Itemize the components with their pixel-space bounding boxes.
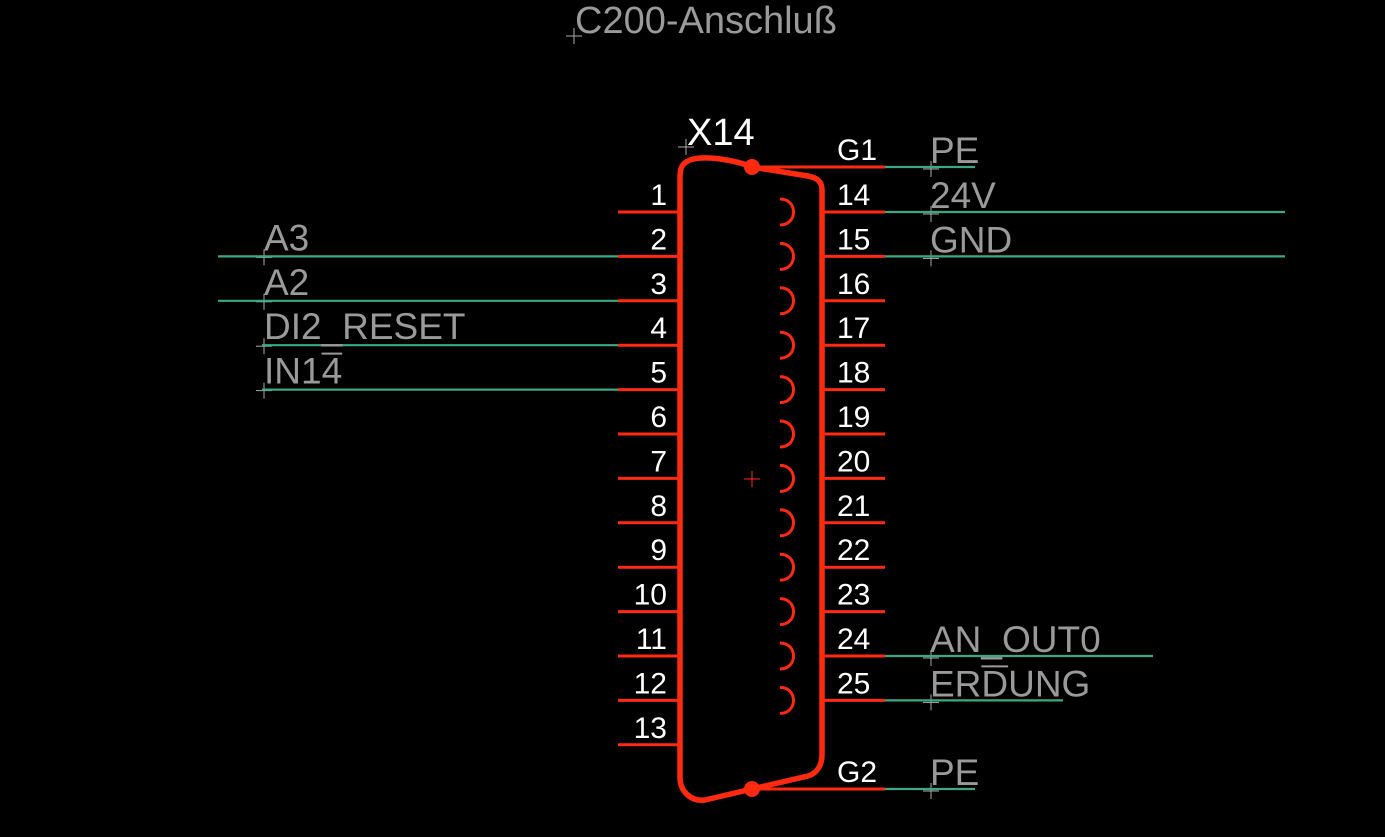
shield-pin-dot-bottom xyxy=(744,781,760,797)
pin-number-8: 8 xyxy=(650,490,667,523)
pin-number-21: 21 xyxy=(837,490,870,523)
pin-number-10: 10 xyxy=(634,579,667,612)
pin-number-labels: 1234567891011121314151617181920212223242… xyxy=(634,134,877,789)
net-label-a2[interactable]: A2 xyxy=(264,262,309,303)
sheet-title: C200-Anschluß xyxy=(575,0,837,42)
label-origin-mark-right-3 xyxy=(923,650,939,666)
net-label-di2_reset[interactable]: DI2_RESET xyxy=(264,306,466,347)
pin-number-2: 2 xyxy=(650,223,667,256)
pin-number-20: 20 xyxy=(837,445,870,478)
contact-16 xyxy=(779,286,795,316)
pin-number-25: 25 xyxy=(837,667,870,700)
shield-pin-label-bottom: G2 xyxy=(837,756,877,789)
label-origin-mark-right-2 xyxy=(923,250,939,267)
pin-number-1: 1 xyxy=(650,179,667,212)
contact-17 xyxy=(779,330,795,360)
pin-number-19: 19 xyxy=(837,401,870,434)
contact-19 xyxy=(779,419,795,449)
contact-24 xyxy=(779,641,795,671)
pin-number-4: 4 xyxy=(650,312,667,345)
connector-body-outline xyxy=(677,155,825,803)
net-label-pe[interactable]: PE xyxy=(930,752,979,793)
pin-number-17: 17 xyxy=(837,312,870,345)
net-label-gnd[interactable]: GND xyxy=(930,219,1012,260)
component-origin-mark xyxy=(744,471,760,487)
pin-lines xyxy=(618,165,885,791)
net-label-in14[interactable]: IN14 xyxy=(264,351,342,392)
contact-20 xyxy=(779,463,795,493)
component-reference: X14 xyxy=(687,112,755,154)
net-label-erdung[interactable]: ERDUNG xyxy=(930,663,1090,704)
origin-marks xyxy=(256,28,939,799)
label-origin-mark-right-1 xyxy=(923,206,939,222)
pin-number-16: 16 xyxy=(837,268,870,301)
label-origin-mark-right-4 xyxy=(923,694,939,711)
shield-pin-dot-top xyxy=(744,159,760,175)
pin-number-9: 9 xyxy=(650,534,667,567)
pin-number-5: 5 xyxy=(650,357,667,390)
shield-pin-label-top: G1 xyxy=(837,134,877,167)
contact-14 xyxy=(779,197,795,227)
pin-number-13: 13 xyxy=(634,712,667,745)
pin-number-12: 12 xyxy=(634,667,667,700)
pin-number-14: 14 xyxy=(837,179,870,212)
net-label-an_out0[interactable]: AN_OUT0 xyxy=(930,619,1101,660)
pin-number-24: 24 xyxy=(837,623,870,656)
net-label-pe[interactable]: PE xyxy=(930,130,979,171)
label-origin-mark-right-5 xyxy=(923,783,939,799)
label-origin-mark-right-0 xyxy=(923,161,939,177)
connector-x14[interactable]: X14 123456789101112131415161718192021222… xyxy=(618,112,885,803)
contact-23 xyxy=(779,597,795,627)
pin-contacts xyxy=(779,197,795,715)
contact-25 xyxy=(779,685,795,715)
title-origin-mark xyxy=(566,28,582,44)
pin-number-7: 7 xyxy=(650,445,667,478)
contact-18 xyxy=(779,375,795,405)
net-label-24v[interactable]: 24V xyxy=(930,175,996,216)
pin-number-3: 3 xyxy=(650,268,667,301)
pin-number-6: 6 xyxy=(650,401,667,434)
pin-number-23: 23 xyxy=(837,579,870,612)
pin-number-15: 15 xyxy=(837,223,870,256)
contact-15 xyxy=(779,241,795,271)
reference-origin-mark xyxy=(678,139,694,155)
pin-number-22: 22 xyxy=(837,534,870,567)
net-label-a3[interactable]: A3 xyxy=(264,217,309,258)
contact-21 xyxy=(779,508,795,538)
pin-number-11: 11 xyxy=(636,623,667,656)
contact-22 xyxy=(779,552,795,582)
pin-number-18: 18 xyxy=(837,357,870,390)
net-wires xyxy=(218,165,1285,791)
